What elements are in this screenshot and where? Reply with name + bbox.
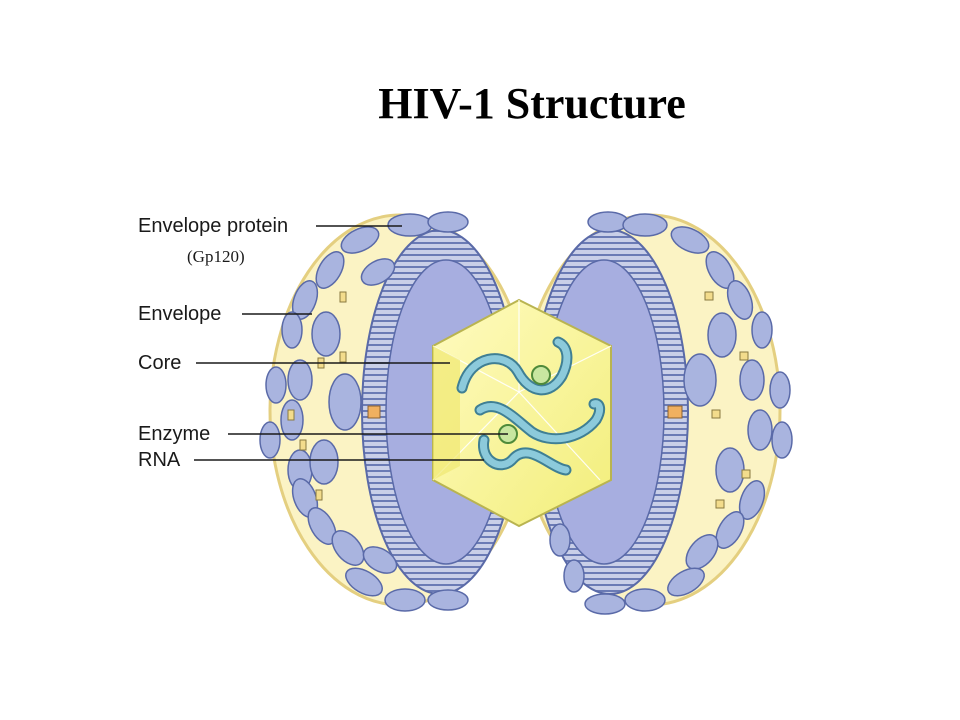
spike-icon [715,511,745,549]
right-spikes [549,211,793,615]
spike-icon [345,567,383,597]
spike-icon [685,534,719,570]
spike-icon [771,421,793,459]
spike-icon [281,311,303,349]
spike-icon [265,366,287,404]
spike-icon [584,593,626,615]
slide-title: HIV-1 Structure [378,79,686,128]
rna-strands-fill [458,338,604,474]
spike-icon [751,311,773,349]
spike-icon [769,371,791,409]
label-envelope-protein: Envelope protein [138,215,288,237]
spike-icon [384,588,426,612]
spike-icon [715,447,745,493]
label-rna: RNA [138,449,181,471]
spike-icon [707,312,737,358]
spike-icon [360,258,396,286]
spike-icon [587,211,629,233]
label-envelope: Envelope [138,303,221,325]
spike-icon [670,226,710,254]
spike-icon [259,421,281,459]
spike-icon [427,211,469,233]
spike-icon [549,523,571,557]
left-pore-icon [367,405,381,419]
spike-icon [624,588,666,612]
spike-icon [427,589,469,611]
viral-core [432,298,612,528]
left-spikes [259,211,469,612]
spike-icon [739,359,765,401]
spike-icon [362,546,398,574]
right-pore-icon [667,405,683,419]
spike-icon [563,559,585,593]
spike-icon [331,530,365,566]
spike-icon [747,409,773,451]
label-gp120: (Gp120) [187,247,245,266]
spike-icon [738,480,766,520]
enzyme-icon [531,365,551,385]
spike-icon [667,567,705,597]
spike-icon [315,251,345,289]
spike-icon [328,373,362,431]
spike-icon [311,311,341,357]
spike-icon [622,213,668,237]
spike-icon [726,280,754,320]
right-stems [704,291,751,509]
spike-icon [340,226,380,254]
spike-icon [287,359,313,401]
label-core: Core [138,352,181,374]
label-enzyme: Enzyme [138,423,210,445]
spike-icon [387,213,433,237]
spike-icon [683,353,717,407]
spike-icon [309,439,339,485]
